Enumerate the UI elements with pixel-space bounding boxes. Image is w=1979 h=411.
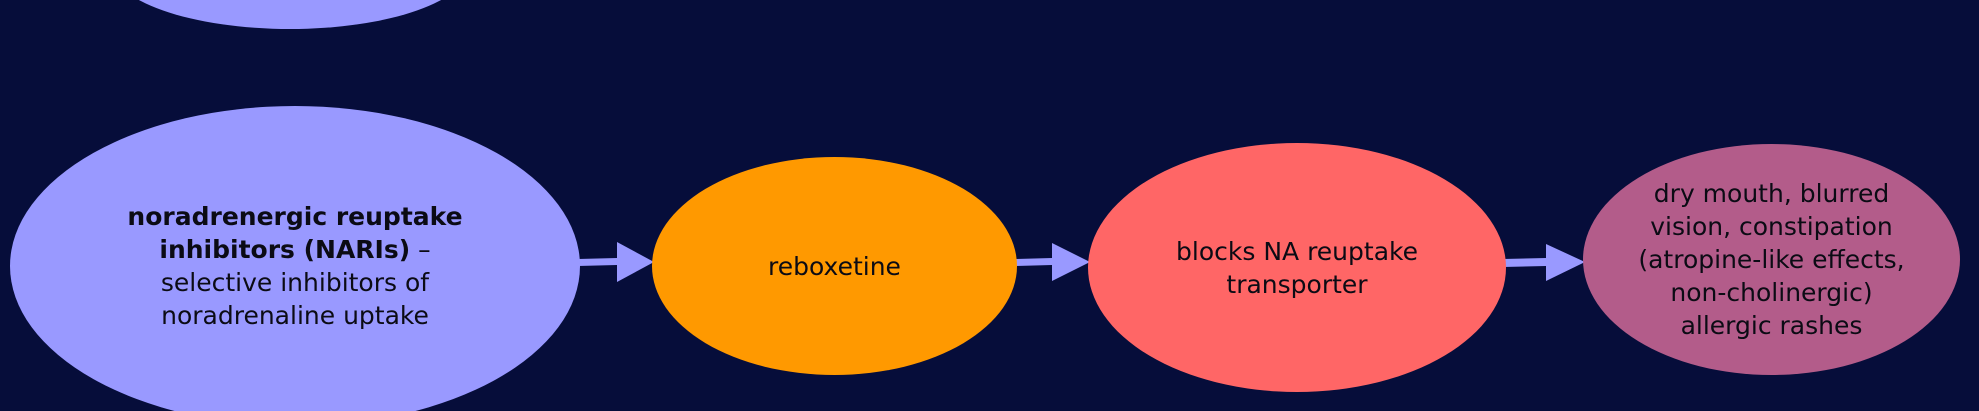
node-adverse-effects: dry mouth, blurred vision, constipation … [1583, 144, 1960, 375]
node-adverse-effects-text: dry mouth, blurred vision, constipation … [1617, 177, 1927, 342]
effects-line-1: dry mouth, blurred vision, constipation … [1638, 179, 1905, 307]
arrow-head [1052, 243, 1090, 281]
effects-line-2: allergic rashes [1680, 311, 1863, 340]
arrow-head [1546, 244, 1585, 281]
arrow-drug-to-mechanism [1016, 243, 1090, 281]
arrow-shaft [578, 258, 617, 266]
class-description: selective inhibitors of noradrenaline up… [160, 268, 430, 330]
node-drug-class-text: noradrenergic reuptake inhibitors (NARIs… [95, 200, 495, 332]
class-title-dash: – [410, 235, 431, 264]
node-mechanism-label: blocks NA reuptake transporter [1176, 236, 1418, 299]
node-drug: reboxetine [652, 157, 1017, 375]
arrow-shaft [1503, 258, 1546, 267]
arrow-head [617, 242, 654, 282]
arrow-mechanism-to-effects [1503, 244, 1585, 281]
node-mechanism: blocks NA reuptake transporter [1088, 143, 1506, 392]
arrow-class-to-drug [578, 242, 654, 282]
node-drug-class: noradrenergic reuptake inhibitors (NARIs… [10, 106, 580, 411]
node-drug-label: reboxetine [768, 251, 901, 281]
class-title: noradrenergic reuptake inhibitors (NARIs… [127, 202, 463, 264]
arrow-shaft [1016, 258, 1052, 266]
